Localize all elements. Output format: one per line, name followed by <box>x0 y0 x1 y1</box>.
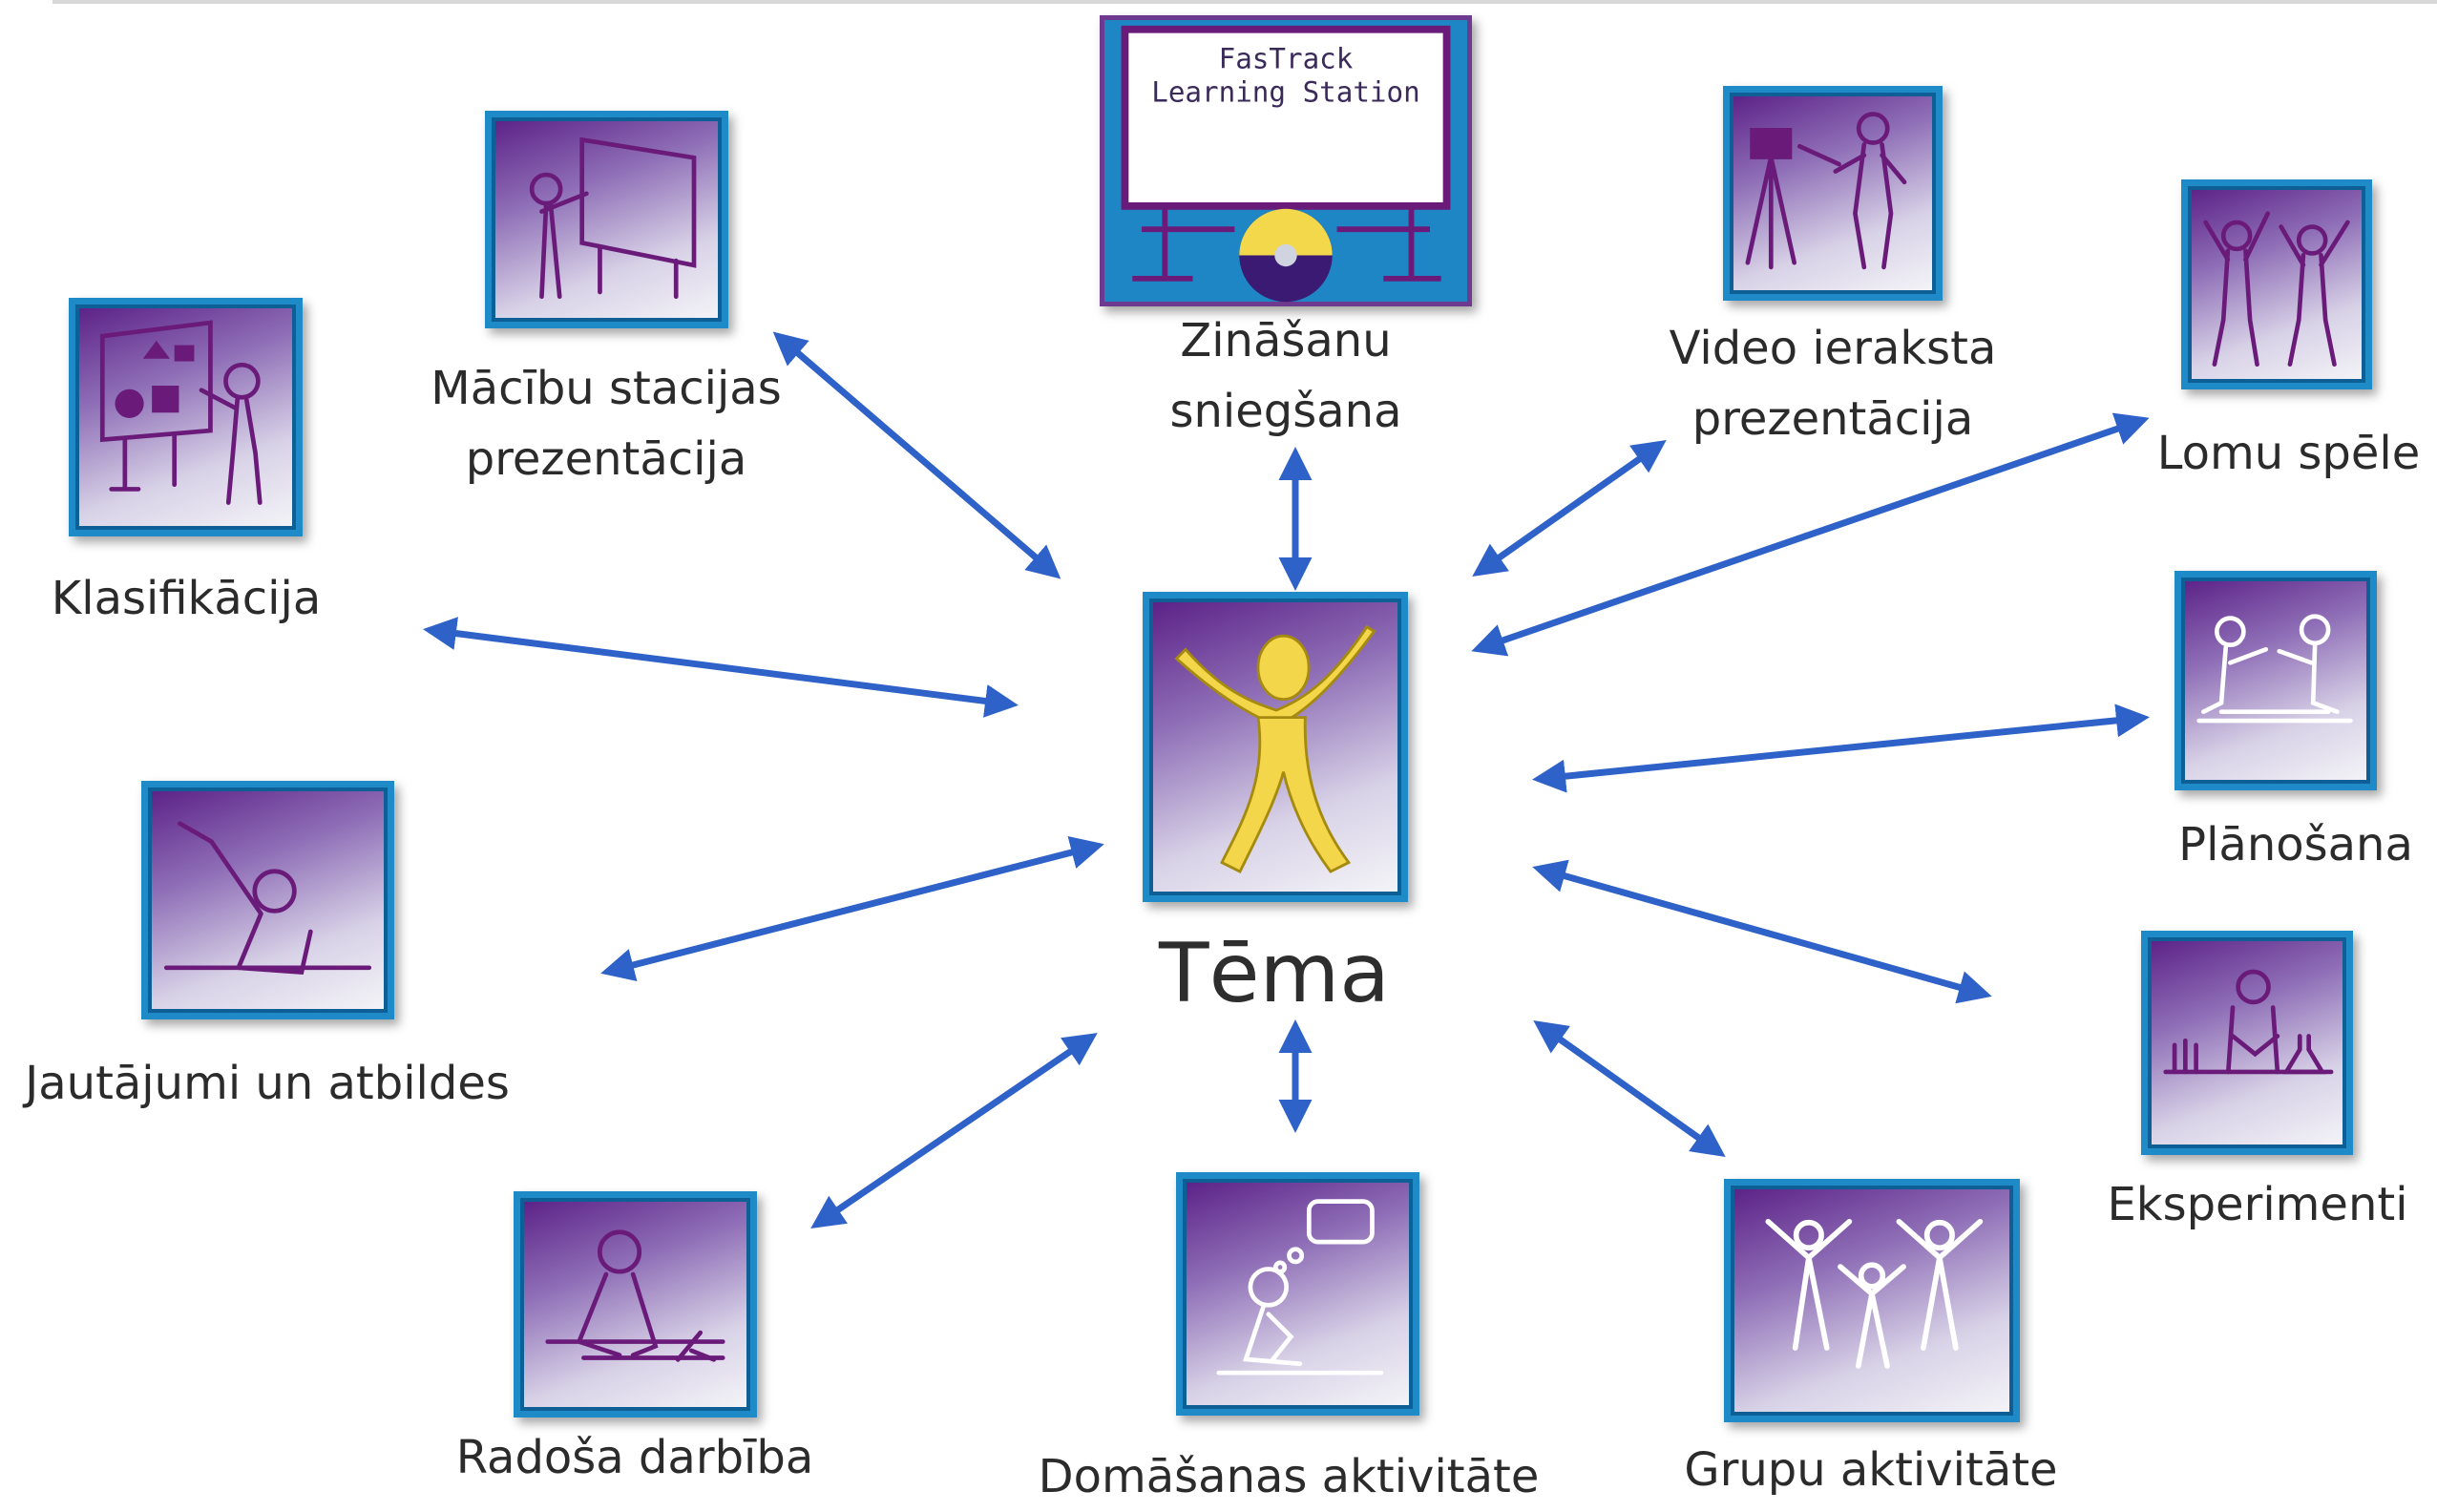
knowledge-label-line1: Zināšanu <box>1180 314 1392 368</box>
center-topic-label: Tēma <box>1159 926 1390 1021</box>
qa-tile[interactable] <box>141 781 394 1019</box>
person-raising-hand-icon <box>163 821 372 976</box>
knowledge-screen-tile[interactable]: FasTrack Learning Station <box>1100 15 1472 306</box>
video-label-line1: Video ieraksta <box>1669 322 1997 375</box>
screen-title-line1: FasTrack <box>1219 43 1354 75</box>
group-tile[interactable] <box>1724 1179 2020 1422</box>
fastrack-learning-station-screen-icon: FasTrack Learning Station <box>1121 25 1451 303</box>
shapes-board-classification-icon <box>99 320 263 505</box>
planning-tile[interactable] <box>2174 571 2377 790</box>
arrow-group <box>1533 1019 1726 1158</box>
group-label: Grupu aktivitāte <box>1684 1443 2058 1497</box>
arrow-roleplay <box>1471 412 2150 657</box>
center-topic-tile[interactable] <box>1143 592 1408 902</box>
thinking-label: Domāšanas aktivitāte <box>1038 1450 1540 1503</box>
qa-label: Jautājumi un atbildes <box>25 1057 510 1110</box>
people-planning-at-table-icon <box>2196 614 2353 724</box>
experiments-tile[interactable] <box>2141 931 2353 1155</box>
arrow-qa <box>600 836 1104 981</box>
arrow-planning <box>1532 704 2150 793</box>
station-label: Mācību stacijas prezentācija <box>401 353 811 494</box>
arrow-classification <box>423 617 1019 718</box>
person-at-whiteboard-icon <box>529 136 697 300</box>
person-arms-raised-icon <box>1174 624 1376 873</box>
station-label-line1: Mācību stacijas <box>431 362 782 415</box>
planning-label: Plānošana <box>2178 818 2413 872</box>
arrow-creative <box>810 1033 1098 1228</box>
classification-label: Klasifikācija <box>51 572 322 625</box>
creative-label: Radoša darbība <box>455 1431 814 1484</box>
video-camera-presenter-icon <box>1745 112 1907 270</box>
roleplay-tile[interactable] <box>2181 179 2372 389</box>
top-divider <box>53 0 2437 4</box>
person-with-lab-flasks-icon <box>2163 969 2334 1075</box>
roleplay-label: Lomu spēle <box>2156 427 2421 480</box>
video-label: Video ieraksta prezentācija <box>1642 313 2024 454</box>
arrow-video <box>1472 439 1667 578</box>
station-label-line2: prezentācija <box>465 432 747 486</box>
knowledge-label: Zināšanu sniegšana <box>1090 305 1481 447</box>
classification-tile[interactable] <box>69 298 303 536</box>
group-of-people-icon <box>1765 1218 1984 1369</box>
person-writing-at-desk-icon <box>545 1229 725 1362</box>
person-thinking-bubble-icon <box>1216 1199 1384 1376</box>
arrow-experiments <box>1532 859 1992 1004</box>
knowledge-label-line2: sniegšana <box>1169 385 1402 438</box>
thinking-tile[interactable] <box>1176 1172 1419 1416</box>
creative-tile[interactable] <box>514 1191 757 1418</box>
screen-title-line2: Learning Station <box>1151 76 1419 109</box>
station-tile[interactable] <box>485 111 728 328</box>
video-tile[interactable] <box>1723 86 1943 301</box>
arrow-station <box>772 331 1061 579</box>
two-people-role-play-icon <box>2203 211 2350 368</box>
video-label-line2: prezentācija <box>1691 392 1974 446</box>
experiments-label: Eksperimenti <box>2107 1178 2408 1231</box>
